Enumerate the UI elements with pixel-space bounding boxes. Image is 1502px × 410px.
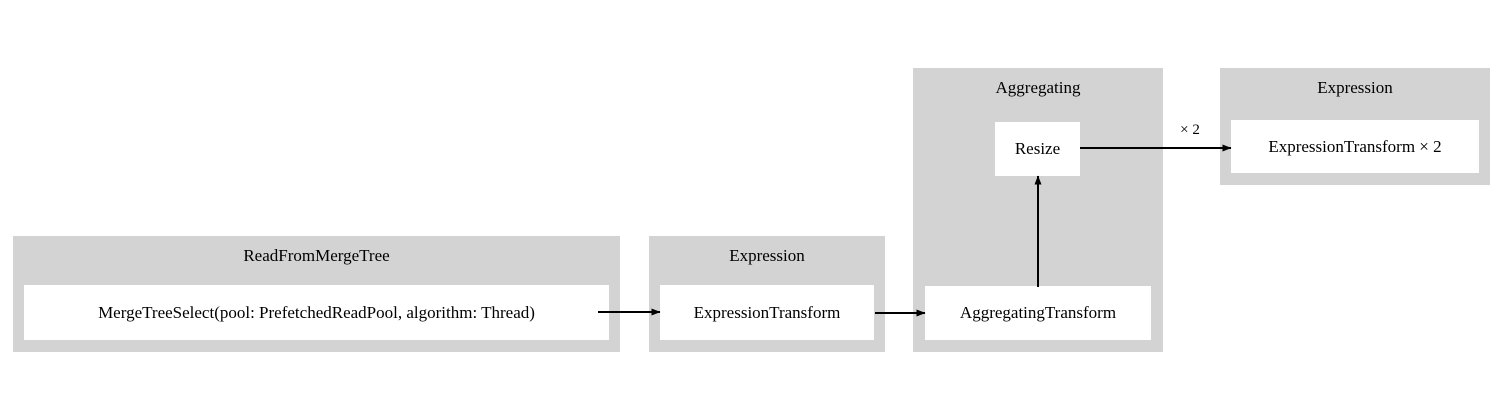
node-expression-transform-1[interactable]: ExpressionTransform bbox=[660, 285, 874, 340]
cluster-title-expression-2: Expression bbox=[1317, 78, 1393, 97]
node-label-expression-transform-1: ExpressionTransform bbox=[693, 302, 841, 322]
node-expression-transform-2[interactable]: ExpressionTransform × 2 bbox=[1231, 120, 1479, 173]
cluster-title-aggregating: Aggregating bbox=[995, 78, 1081, 97]
node-label-merge-tree-select: MergeTreeSelect(pool: PrefetchedReadPool… bbox=[98, 302, 535, 322]
edge-label-resize-to-expression: × 2 bbox=[1180, 122, 1200, 138]
node-resize[interactable]: Resize bbox=[995, 122, 1080, 176]
node-merge-tree-select[interactable]: MergeTreeSelect(pool: PrefetchedReadPool… bbox=[24, 285, 609, 340]
cluster-title-read-from-merge-tree: ReadFromMergeTree bbox=[243, 246, 390, 265]
cluster-title-expression-1: Expression bbox=[729, 246, 805, 265]
node-label-aggregating-transform: AggregatingTransform bbox=[959, 303, 1117, 322]
node-label-expression-transform-2: ExpressionTransform × 2 bbox=[1268, 136, 1442, 156]
node-aggregating-transform[interactable]: AggregatingTransform bbox=[925, 286, 1151, 340]
node-label-resize: Resize bbox=[1014, 139, 1061, 158]
